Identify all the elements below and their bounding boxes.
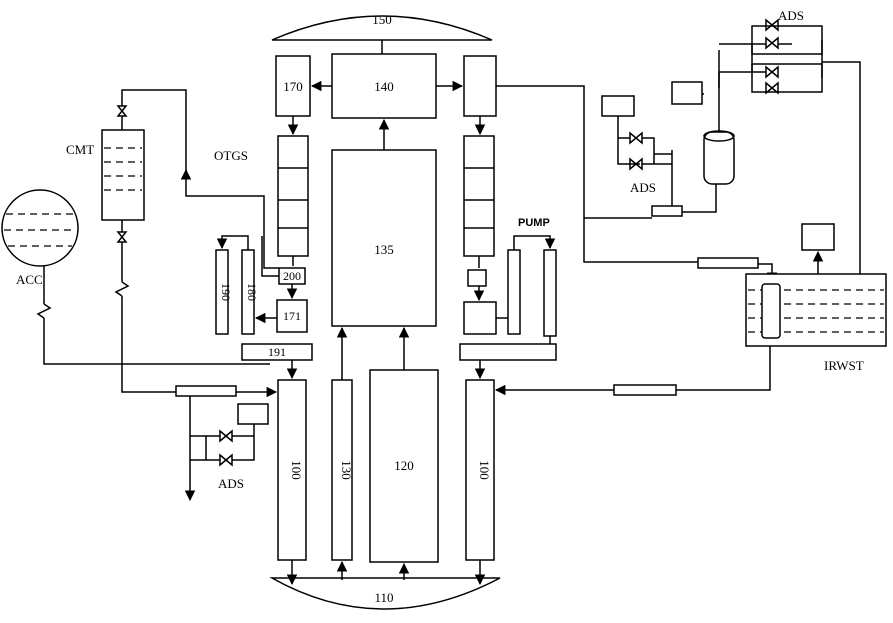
top-plenum-label: 150 — [372, 12, 392, 27]
lower-core-120-label: 120 — [394, 458, 414, 473]
left-ads-line-b2 — [232, 420, 255, 461]
left-ads-valve-1-icon — [219, 429, 233, 443]
ads-mid-pipe — [651, 205, 683, 217]
ads-top-box-small — [671, 81, 703, 105]
ads-mid-label: ADS — [630, 180, 656, 195]
left-ads-branch — [190, 435, 207, 461]
cmt-bottom-valve-icon — [116, 231, 128, 243]
downcomer-right-label: 100 — [477, 460, 492, 480]
pump-right-loop — [513, 235, 556, 250]
cmt-to-200-line — [185, 188, 279, 269]
riser-130-label: 130 — [339, 460, 354, 480]
ads-top-valve-3-icon — [765, 65, 779, 79]
riser-130: 130 — [331, 379, 354, 561]
box-170: 170 — [275, 55, 311, 117]
core-135-label: 135 — [374, 242, 394, 257]
box-171: 171 — [276, 299, 308, 333]
box-200: 200 — [278, 267, 306, 285]
ads-top-valve-2-icon — [765, 18, 779, 32]
pump-180: 180 — [241, 249, 259, 335]
left-ads-valve-2-icon — [219, 453, 233, 467]
downcomer-left-label: 100 — [289, 460, 304, 480]
acc-injection-line — [43, 318, 270, 365]
ads-top-to-irwst — [822, 61, 861, 280]
bottom-plenum-label: 110 — [374, 590, 393, 605]
otgs-stack — [277, 135, 309, 257]
ads-mid-valve-1-icon — [629, 131, 643, 145]
irwst-return-pipe — [613, 384, 677, 396]
pipe-right — [459, 343, 557, 361]
left-ads-box — [237, 403, 269, 425]
box-140-label: 140 — [374, 79, 394, 94]
ads-to-tank-line — [682, 184, 717, 213]
ads-separator-tank — [703, 130, 735, 185]
right-box — [463, 301, 497, 335]
irwst-vent-box — [801, 223, 835, 251]
right-small-box — [467, 269, 487, 287]
core-135: 135 — [331, 149, 437, 327]
ads-top-box-a — [751, 25, 823, 55]
line-200-to-pump — [261, 236, 279, 277]
pump-190-label: 190 — [219, 283, 233, 301]
irwst-tank: IRWST — [745, 273, 887, 373]
box-140: 140 — [331, 53, 437, 119]
ads-top-valve-1-icon — [765, 36, 779, 50]
pipe-191: 191 — [241, 343, 313, 361]
pump-left-loop — [216, 235, 249, 250]
box-200-label: 200 — [283, 269, 301, 283]
pump-180-label: 180 — [245, 283, 259, 301]
left-pipe-segment — [175, 385, 237, 397]
cmt-top-valve-icon — [116, 105, 128, 117]
irwst-return-line — [676, 346, 771, 391]
box-171-label: 171 — [283, 309, 301, 323]
irwst-label: IRWST — [824, 358, 864, 373]
top-plenum: 150 — [271, 12, 493, 41]
pipe-191-label: 191 — [268, 345, 286, 359]
downcomer-right: 100 — [465, 379, 495, 561]
box-upper-right — [463, 55, 497, 117]
ads-top-left-branch — [719, 43, 753, 73]
cmt-tank: CMT — [66, 129, 145, 221]
cmt-balance-line — [121, 89, 187, 180]
acc-label: ACC — [16, 272, 43, 287]
downcomer-left: 100 — [277, 379, 307, 561]
ads-mid-line-a2 — [642, 137, 655, 164]
otgs-label: OTGS — [214, 148, 248, 163]
pump-right-b — [543, 249, 557, 337]
ads-top-box-b — [751, 63, 823, 93]
ads-top-valve-4-icon — [765, 81, 779, 95]
ads-mid-line-b — [642, 150, 673, 206]
pump-190: 190 — [215, 249, 233, 335]
pump-right-a — [507, 249, 521, 335]
ads-mid-box — [601, 95, 635, 117]
cmt-check-valve — [114, 281, 130, 297]
lower-core-120: 120 — [369, 369, 439, 563]
to-irwst-line — [583, 218, 698, 263]
ads-mid-valve-2-icon — [629, 157, 643, 171]
ads-mid-left-line — [617, 116, 640, 165]
irwst-sparger-pipe — [697, 257, 759, 269]
box-170-label: 170 — [283, 79, 303, 94]
cmt-label: CMT — [66, 142, 94, 157]
bottom-plenum: 110 — [269, 577, 501, 610]
ads-top-label: ADS — [778, 8, 804, 23]
right-sg-stack — [463, 135, 495, 257]
pump-label: PUMP — [518, 217, 550, 229]
hot-leg-line — [496, 85, 652, 219]
acc-tank: ACC — [1, 189, 79, 287]
left-ads-label: ADS — [218, 476, 244, 491]
acc-check-valve — [36, 303, 52, 319]
left-header-line — [121, 364, 176, 393]
